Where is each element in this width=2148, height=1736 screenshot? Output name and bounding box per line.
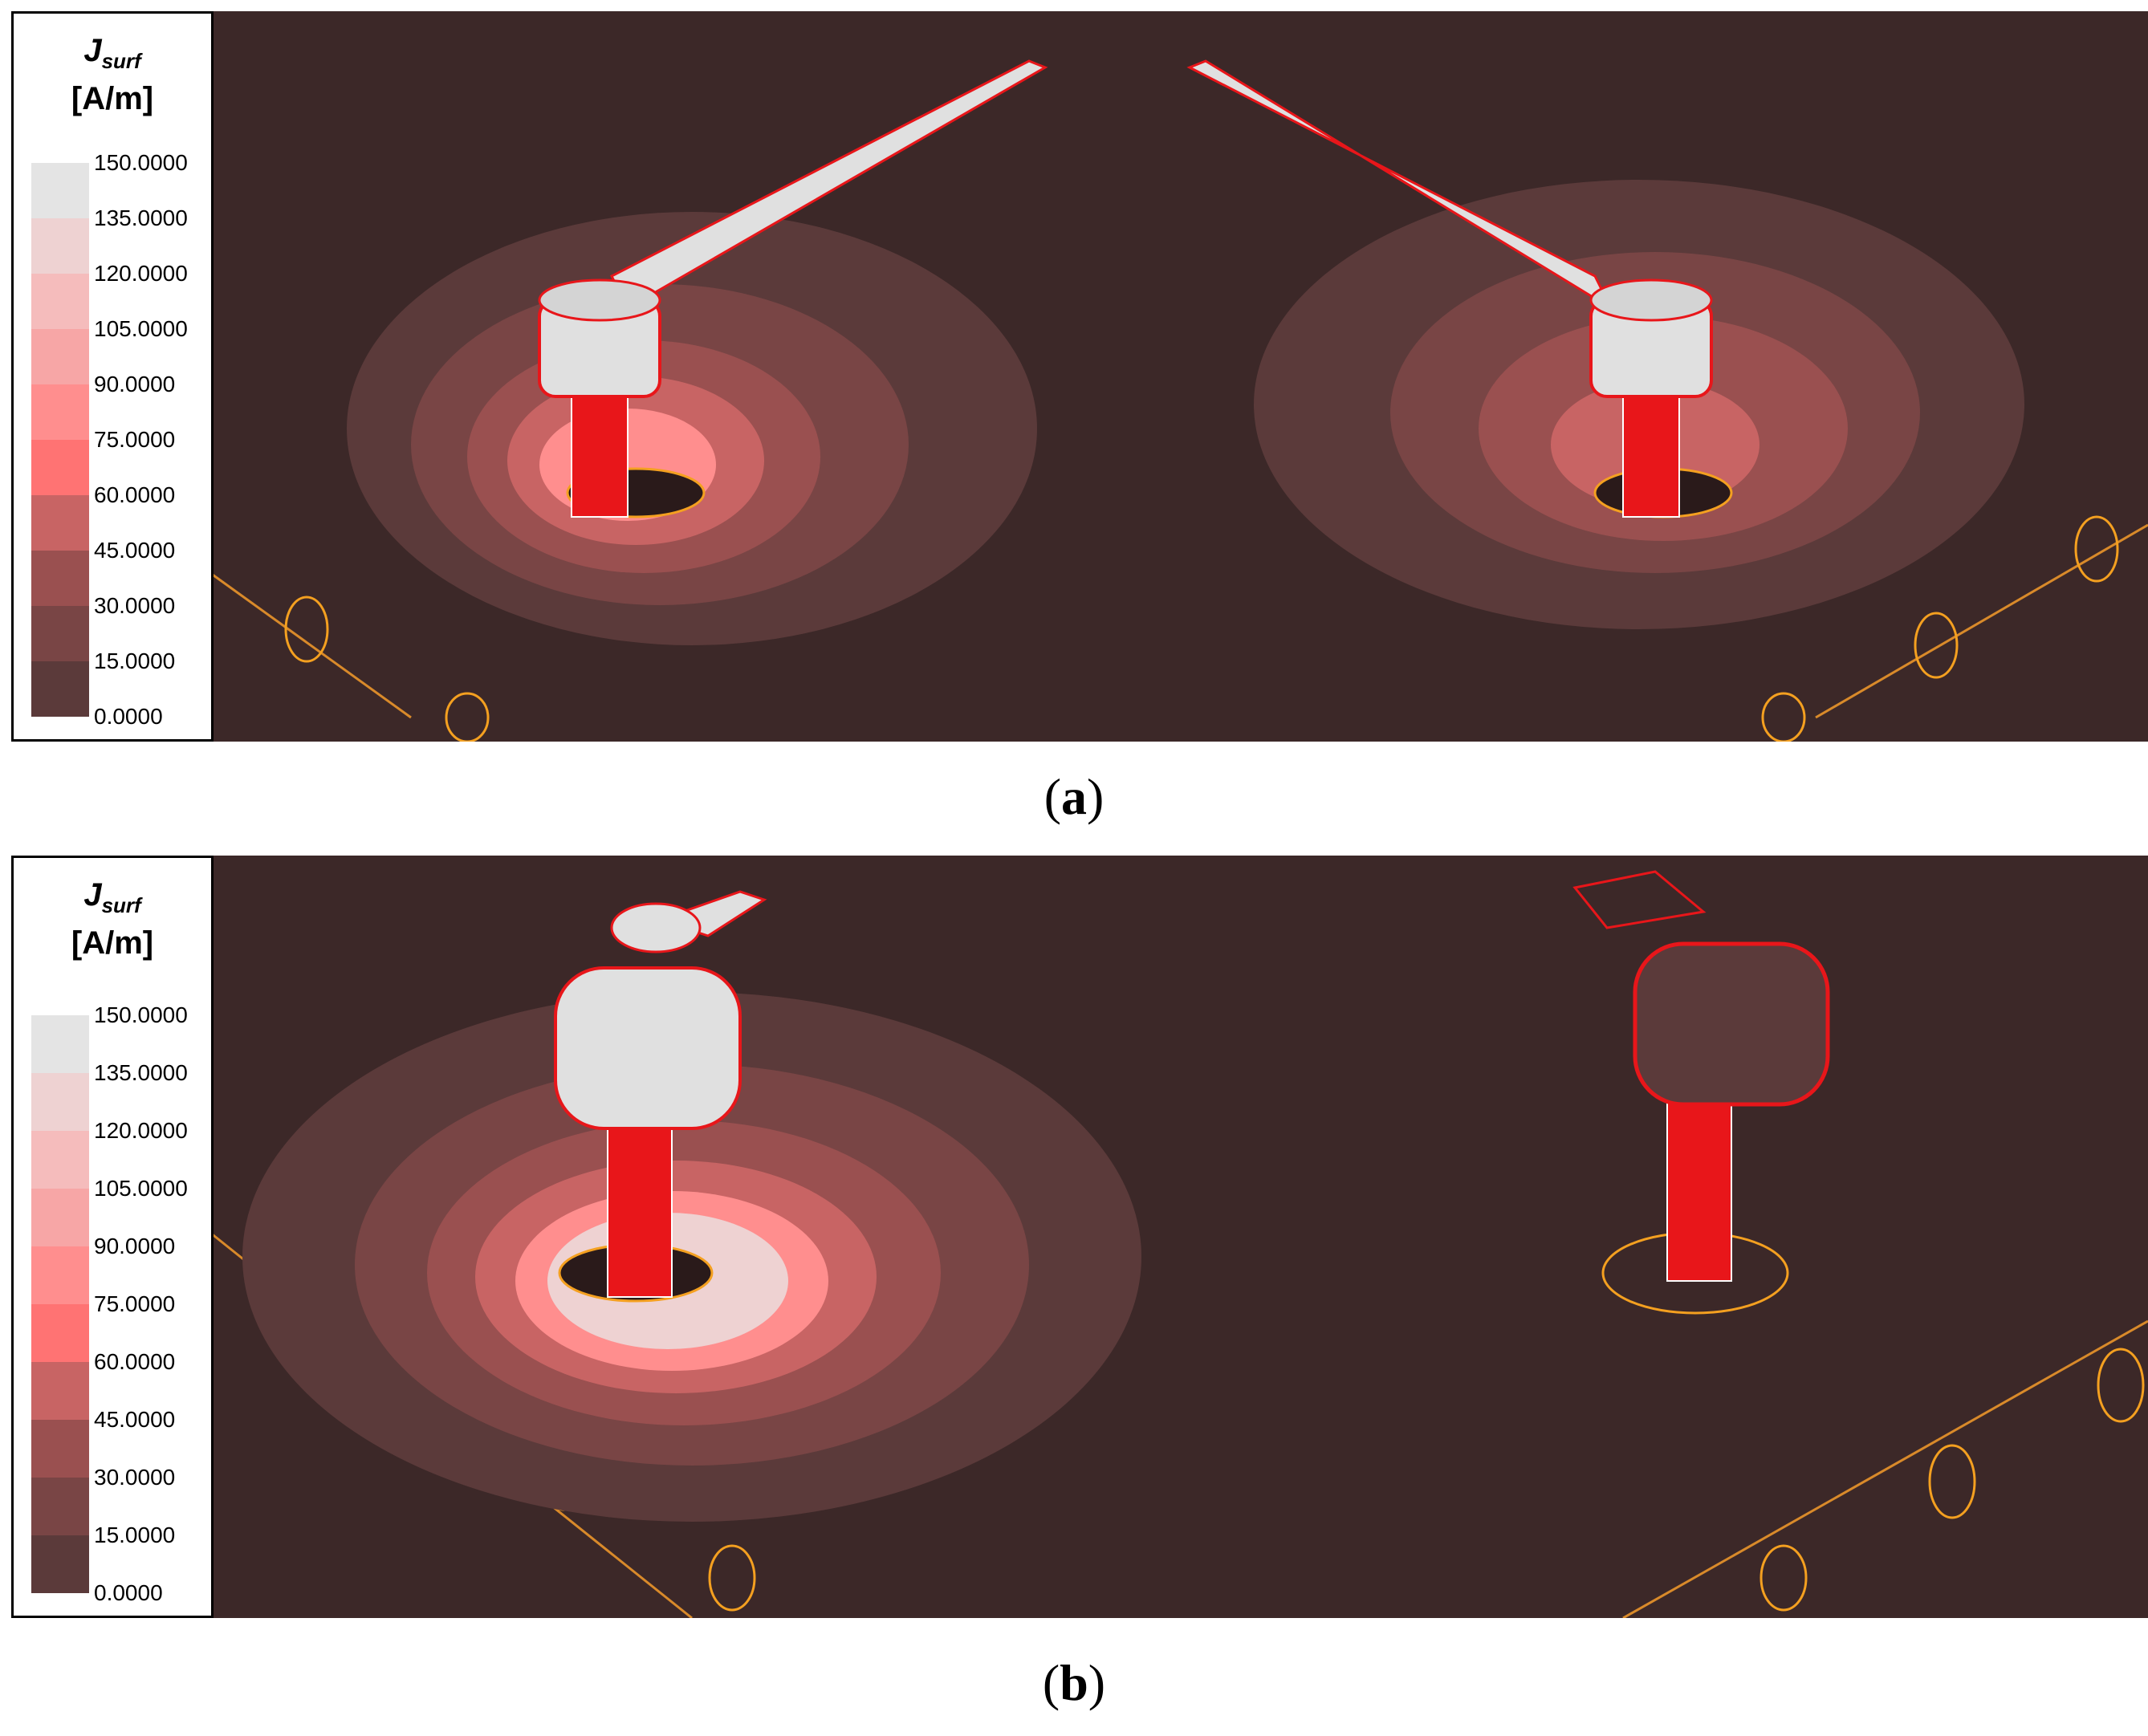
simulation-view-b xyxy=(210,856,2148,1618)
legend-quantity: Jsurf xyxy=(83,877,141,917)
colorbar-swatch xyxy=(31,1420,89,1478)
colorbar-swatch xyxy=(31,1073,89,1131)
caption-a: (a) xyxy=(1043,768,1105,825)
caption-b: (b) xyxy=(1042,1654,1106,1711)
tick-label: 105.0000 xyxy=(94,316,188,341)
via-structure-right xyxy=(1186,59,1733,518)
simulation-view-a xyxy=(210,11,2148,742)
board-edge-right xyxy=(1815,523,2148,719)
colorbar-swatch xyxy=(31,218,89,274)
colorbar-swatch xyxy=(31,440,89,495)
tick-label: 120.0000 xyxy=(94,261,188,286)
tick-label: 30.0000 xyxy=(94,593,176,618)
tick-label: 60.0000 xyxy=(94,482,176,507)
colorbar-swatch xyxy=(31,274,89,329)
tick-label: 75.0000 xyxy=(94,1291,176,1316)
tick-label: 90.0000 xyxy=(94,372,176,396)
colorbar-swatch xyxy=(31,384,89,440)
tick-label: 135.0000 xyxy=(94,205,188,230)
legend-quantity: Jsurf xyxy=(83,33,141,73)
via-barrel-right xyxy=(1666,1096,1732,1282)
tick-label: 135.0000 xyxy=(94,1060,188,1085)
colorbar-swatch xyxy=(31,551,89,606)
tick-label: 75.0000 xyxy=(94,427,176,452)
colorbar-a xyxy=(31,163,89,717)
via-structure-left xyxy=(554,890,767,1303)
via-structure-right xyxy=(1572,870,1830,1315)
colorbar-swatch xyxy=(31,1189,89,1246)
tick-label: 150.0000 xyxy=(94,150,188,175)
colorbar-swatch xyxy=(31,1015,89,1073)
colorbar-swatch xyxy=(31,606,89,661)
colorbar-swatch xyxy=(31,163,89,218)
edge-vias xyxy=(284,515,2119,742)
figure-panel-b: Jsurf [A/m] 150.0000 135.0000 120.0000 1… xyxy=(0,856,2148,1618)
colorbar-legend-a: Jsurf [A/m] 150.0000 135.0000 120.0000 1… xyxy=(11,11,214,742)
tick-label: 0.0000 xyxy=(94,1580,163,1605)
tick-label: 90.0000 xyxy=(94,1234,176,1258)
colorbar-swatch xyxy=(31,1131,89,1189)
trace-right xyxy=(1572,870,1707,929)
colorbar-swatch xyxy=(31,1304,89,1362)
tick-label: 120.0000 xyxy=(94,1118,188,1143)
board-edge-left xyxy=(210,571,412,719)
colorbar-b xyxy=(31,1015,89,1593)
tick-label: 0.0000 xyxy=(94,704,163,729)
via-pad-left xyxy=(610,902,702,953)
legend-unit: [A/m] xyxy=(71,81,154,116)
tick-label: 45.0000 xyxy=(94,1407,176,1432)
figure-panel-a: Jsurf [A/m] 150.0000 135.0000 120.0000 1… xyxy=(0,11,2148,742)
colorbar-swatch xyxy=(31,329,89,384)
tick-label: 150.0000 xyxy=(94,1002,188,1027)
tick-label: 30.0000 xyxy=(94,1465,176,1490)
field-contours-left xyxy=(347,212,1037,645)
spiral-stack-left xyxy=(554,966,742,1130)
colorbar-swatch xyxy=(31,1362,89,1420)
colorbar-legend-b: Jsurf [A/m] 150.0000 135.0000 120.0000 1… xyxy=(11,856,214,1618)
board-edge-right xyxy=(1622,1319,2148,1618)
via-barrel-left xyxy=(607,1120,673,1298)
tick-label: 45.0000 xyxy=(94,538,176,563)
colorbar-swatch xyxy=(31,1478,89,1535)
colorbar-swatch xyxy=(31,1246,89,1304)
tick-label: 15.0000 xyxy=(94,1523,176,1547)
tick-label: 105.0000 xyxy=(94,1176,188,1201)
tick-label: 60.0000 xyxy=(94,1349,176,1374)
via-pad-left xyxy=(538,278,661,322)
colorbar-swatch xyxy=(31,661,89,717)
tick-label: 15.0000 xyxy=(94,648,176,673)
colorbar-swatch xyxy=(31,1535,89,1593)
colorbar-swatch xyxy=(31,495,89,551)
legend-unit: [A/m] xyxy=(71,925,154,961)
via-pad-right xyxy=(1589,278,1713,322)
via-structure-left xyxy=(538,59,1048,518)
spiral-stack-right xyxy=(1633,941,1830,1107)
